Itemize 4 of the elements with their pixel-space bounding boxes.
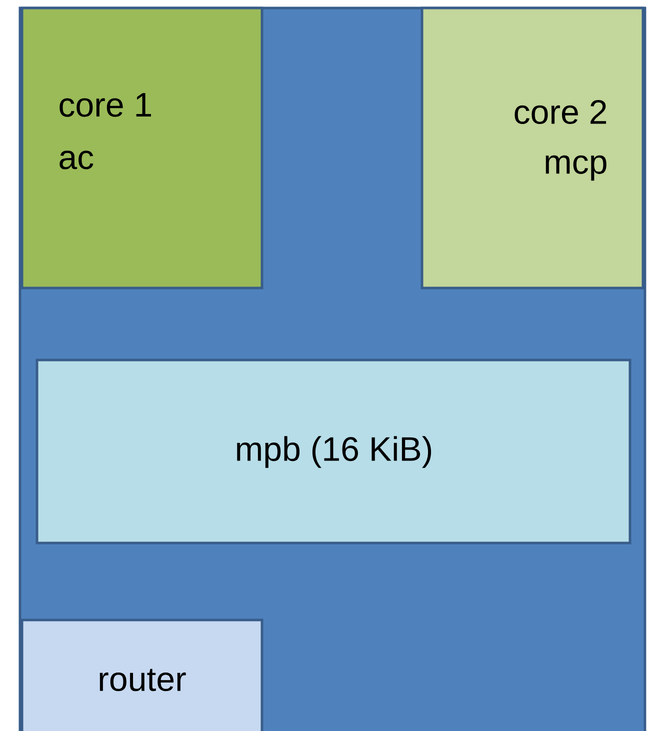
block-box: router xyxy=(20,618,264,731)
block-box: core 1 ac xyxy=(20,6,264,290)
block-box: mpb (16 KiB) xyxy=(36,358,632,544)
block-box: core 2 mcp xyxy=(420,6,644,290)
